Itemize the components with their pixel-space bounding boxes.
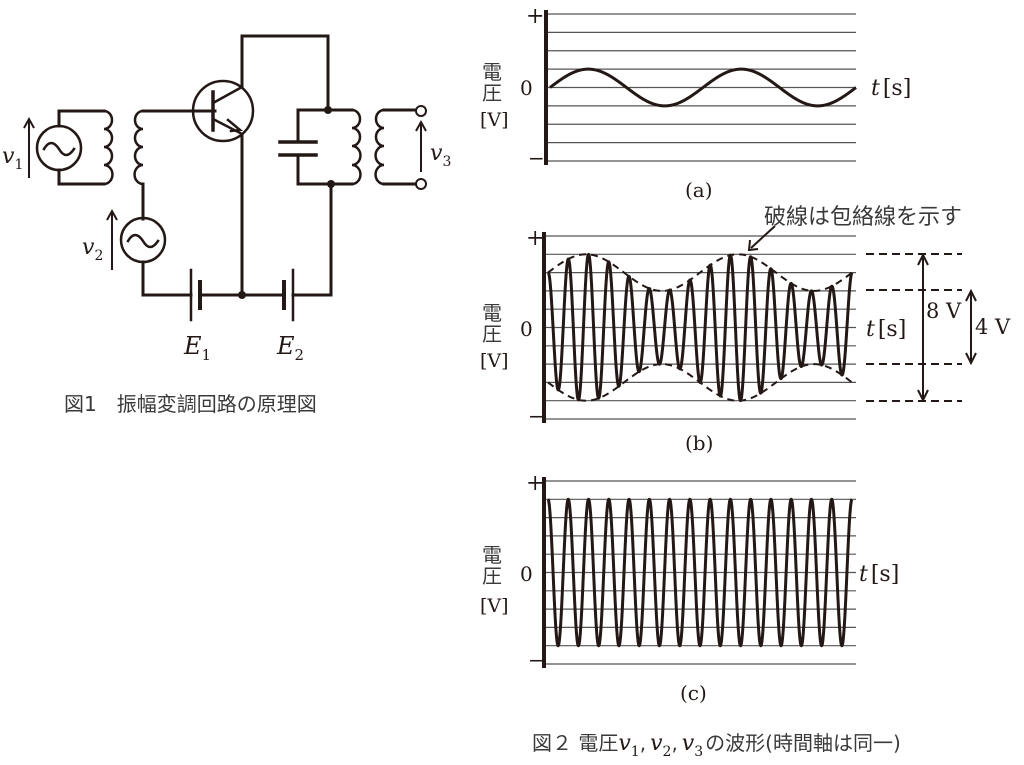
chart-b-labels: 破線は包絡線を示す + − 電 圧 0 [V] t[s] (b) [480, 205, 1011, 455]
chart-a-labels: + − 電 圧 0 [V] t[s] (a) [480, 4, 911, 202]
v3-label: v3 [430, 141, 451, 170]
output-transformer-coil [374, 108, 386, 186]
chart-c-ylabel-1: 電 [482, 543, 502, 567]
E2-label: E2 [276, 332, 304, 364]
chart-c-yunit: [V] [480, 595, 509, 617]
v2-arrow-icon [106, 208, 118, 270]
chart-c-plus: + [526, 471, 544, 496]
chart-a-minus: − [528, 146, 545, 170]
v3-arrow-icon [415, 119, 427, 172]
v1-label: v1 [2, 144, 23, 173]
junction-dot [238, 291, 246, 299]
chart-a [544, 10, 858, 165]
chart-c-minus: − [528, 648, 545, 672]
dim-8v-label: 8 V [926, 299, 962, 323]
v1-arrow-icon [23, 116, 35, 178]
chart-b-yunit: [V] [480, 350, 509, 372]
circuit-diagram: v1 v2 v3 E1 E2 図1 振幅変調回路の原理図 [2, 34, 451, 416]
chart-b-zero: 0 [520, 317, 533, 341]
E1-label: E1 [183, 332, 211, 364]
envelope-upper [547, 253, 853, 292]
chart-a-yunit: [V] [480, 109, 509, 131]
dim-8v-arrow-icon [917, 252, 929, 403]
chart-a-ylabel-1: 電 [482, 60, 502, 84]
junction-dot [327, 180, 335, 188]
chart-a-ylabel-2: 圧 [482, 81, 502, 105]
v2-label: v2 [82, 235, 103, 264]
output-terminal-bottom [415, 178, 427, 190]
ac-source-v1 [35, 109, 83, 186]
chart-a-plus: + [526, 4, 544, 29]
chart-c-labels: + − 電 圧 0 [V] t[s] (c) [480, 471, 899, 705]
chart-a-title: (a) [685, 178, 713, 202]
chart-b-ylabel-2: 圧 [482, 322, 502, 346]
chart-b-minus: − [528, 404, 545, 428]
dim-4v-arrow-icon [965, 288, 977, 366]
chart-a-zero: 0 [520, 76, 533, 100]
dim-4v-label: 4 V [975, 315, 1011, 339]
chart-b-title: (b) [685, 431, 713, 455]
waveform-v2 [548, 67, 858, 108]
chart-c-xlabel: t[s] [859, 562, 899, 587]
output-terminal-top [415, 105, 427, 117]
chart-c-zero: 0 [520, 562, 533, 586]
envelope-note: 破線は包絡線を示す [764, 205, 962, 230]
waveform-v1 [546, 497, 854, 648]
chart-b-xlabel: t[s] [866, 317, 906, 342]
chart-c-title: (c) [680, 681, 707, 705]
chart-b-ylabel-1: 電 [482, 301, 502, 325]
envelope-pointer-arrow-icon [747, 225, 776, 252]
envelope-lower [547, 363, 853, 402]
chart-a-xlabel: t[s] [871, 76, 911, 101]
chart-b-plus: + [526, 226, 544, 251]
figure1-caption: 図1 振幅変調回路の原理図 [64, 392, 317, 416]
chart-b [542, 232, 856, 423]
chart-c [542, 477, 856, 668]
tank-capacitor [278, 140, 318, 157]
chart-c-ylabel-2: 圧 [482, 564, 502, 588]
tank-inductor [350, 108, 362, 186]
junction-dot [324, 106, 332, 114]
transformer-secondary-coil [133, 109, 145, 186]
transformer-primary-coil [102, 109, 114, 186]
npn-transistor [191, 79, 255, 143]
